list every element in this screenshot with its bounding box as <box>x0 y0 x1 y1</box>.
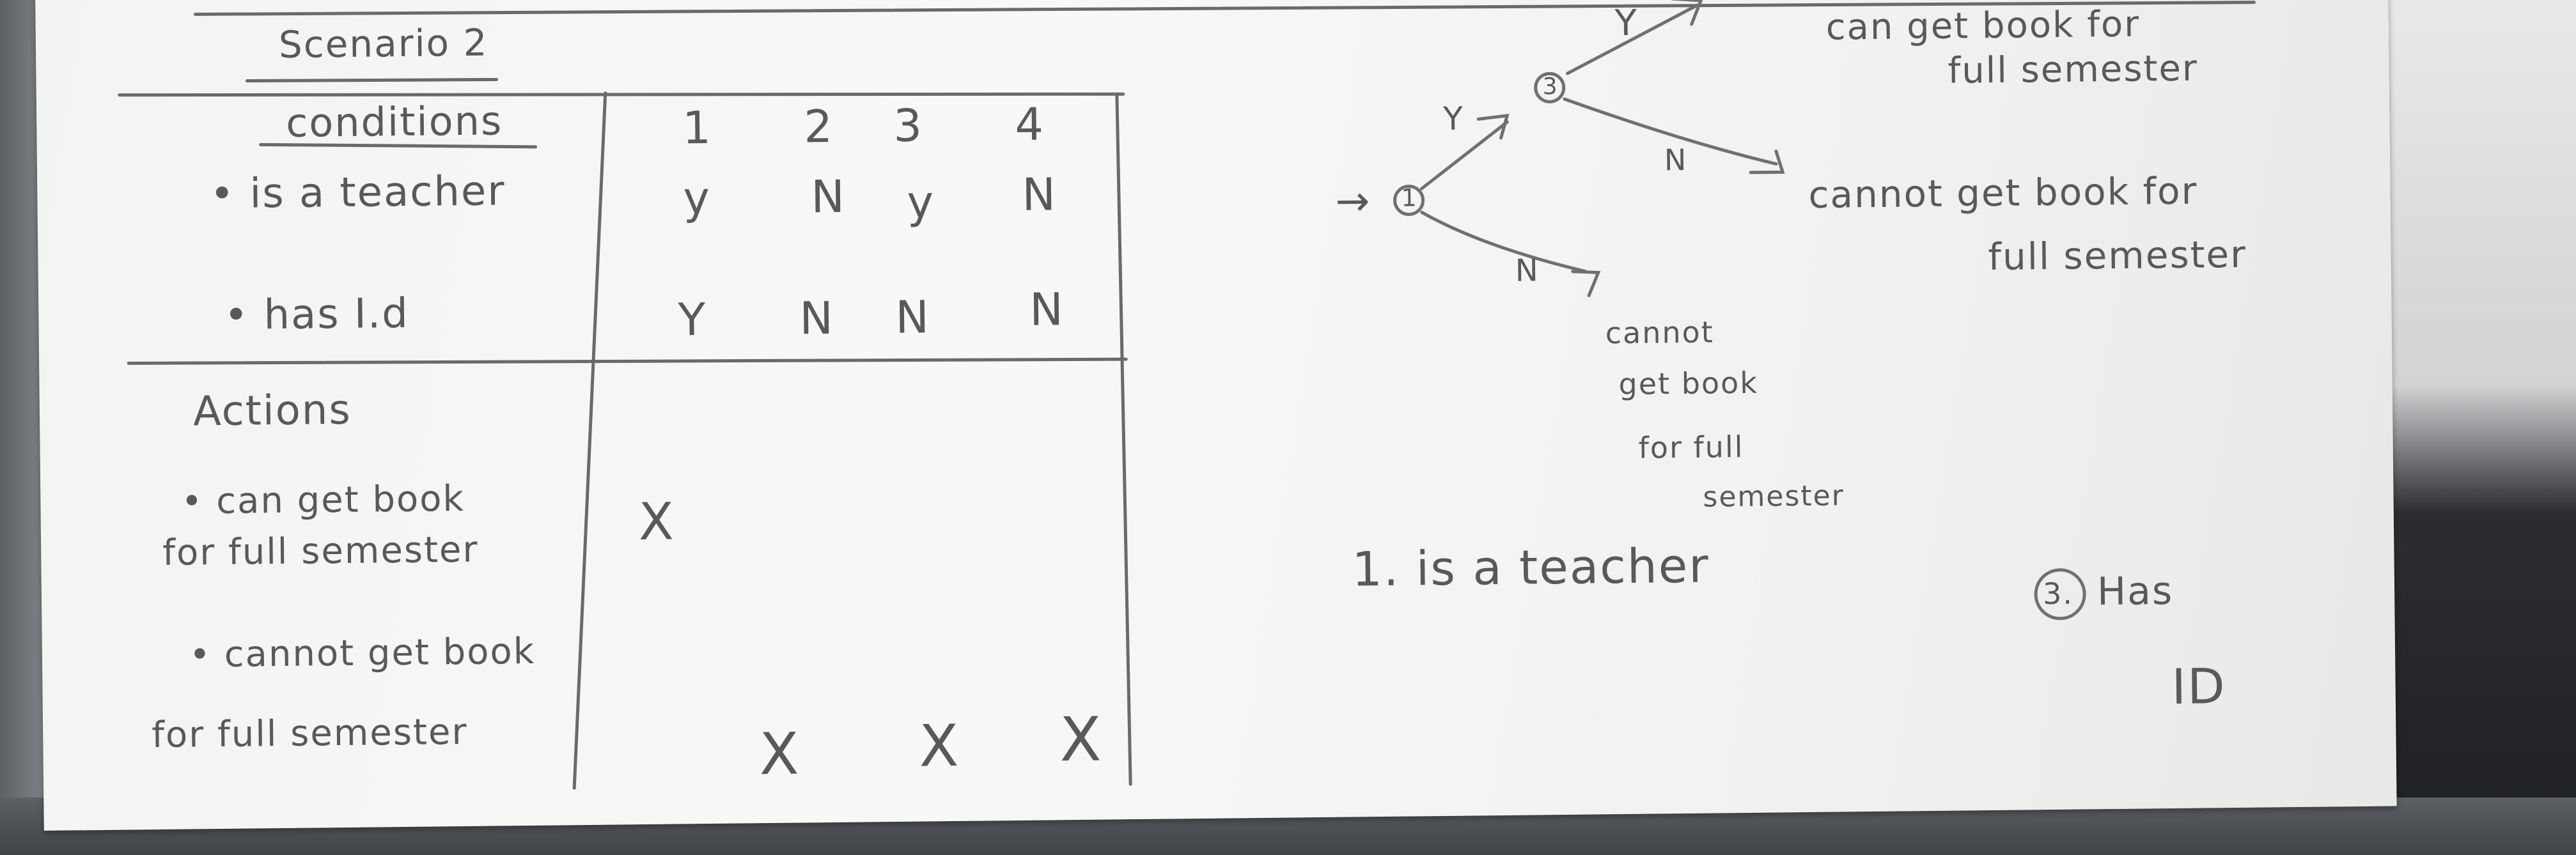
actions-header: Actions <box>192 386 352 436</box>
outcome-yes-line-2: full semester <box>1948 47 2199 92</box>
action-2-line-1: • cannot get book <box>189 630 536 676</box>
paper-sheet: Scenario 2 conditions 1 2 3 4 • is a tea… <box>35 0 2397 831</box>
legend-node-3-circle <box>2034 568 2086 620</box>
rule-number-3: 3 <box>893 99 924 152</box>
action-1-line-2: for full semester <box>162 528 479 574</box>
outcome-no3-line-2: full semester <box>1988 232 2247 279</box>
condition-label-2: • has I.d <box>224 289 410 339</box>
tree-edge-3-no: N <box>1664 142 1688 178</box>
rule-number-4: 4 <box>1014 98 1045 151</box>
legend-item-3-text-2: ID <box>2171 658 2227 716</box>
action-2-mark-4: X <box>1059 704 1104 776</box>
tree-node-3: 3 <box>1542 73 1559 100</box>
outcome-no1-line-3: for full <box>1638 429 1744 465</box>
tree-edge-1-no: N <box>1515 252 1540 289</box>
condition-1-value-2: N <box>811 170 847 224</box>
page-title: Scenario 2 <box>278 20 488 67</box>
action-2-text-1: cannot get book <box>224 630 536 675</box>
action-2-line-2: for full semester <box>151 711 468 757</box>
outcome-no3-line-1: cannot get book for <box>1808 169 2198 217</box>
condition-1-value-1: y <box>683 171 712 225</box>
condition-2-value-1: Y <box>678 293 707 346</box>
condition-1-value-4: N <box>1022 168 1058 221</box>
legend-item-3-text: Has <box>2096 569 2174 615</box>
tree-start-arrow: → <box>1335 178 1371 226</box>
tree-edge-1-yes: Y <box>1442 100 1465 137</box>
conditions-header: conditions <box>285 97 503 146</box>
action-1-line-1: • can get book <box>181 478 465 523</box>
condition-label-1: • is a teacher <box>210 167 506 219</box>
condition-2-value-4: N <box>1029 283 1065 336</box>
tree-node-1-circle <box>1393 185 1425 217</box>
tree-node-3-circle <box>1534 72 1566 104</box>
condition-text-1: is a teacher <box>249 167 506 218</box>
legend-item-1: 1. is a teacher <box>1352 538 1710 597</box>
action-1-mark-1: X <box>638 491 676 552</box>
outcome-no1-line-4: semester <box>1703 479 1845 514</box>
outcome-yes-line-1: can get book for <box>1825 3 2141 49</box>
action-2-mark-3: X <box>918 712 960 780</box>
rule-number-2: 2 <box>803 100 834 153</box>
condition-1-value-3: y <box>907 176 935 229</box>
action-2-mark-2: X <box>759 720 800 789</box>
action-1-text-1: can get book <box>215 478 465 523</box>
pencil-lines <box>118 0 2256 790</box>
tree-node-1: 1 <box>1401 183 1418 212</box>
condition-2-value-2: N <box>799 291 835 345</box>
rule-number-1: 1 <box>682 101 713 155</box>
outcome-no1-line-2: get book <box>1618 365 1759 402</box>
tree-edge-3-yes: Y <box>1614 2 1639 45</box>
condition-2-value-3: N <box>895 291 931 344</box>
condition-text-2: has I.d <box>263 289 410 339</box>
legend-node-3-number: 3. <box>2042 576 2074 612</box>
outcome-no1-line-1: cannot <box>1605 314 1715 351</box>
